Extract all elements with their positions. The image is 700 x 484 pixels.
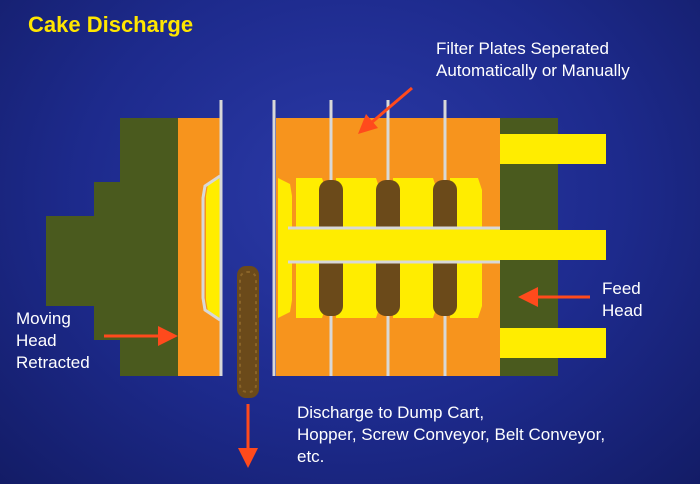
moving-head-plate-recess [206, 178, 220, 318]
discharge-label: Discharge to Dump Cart, Hopper, Screw Co… [297, 402, 605, 468]
discharge-label-line1: Discharge to Dump Cart, [297, 403, 485, 422]
feed-head-label-line2: Head [602, 301, 643, 320]
moving-head-body [46, 118, 180, 376]
discharge-label-line3: etc. [297, 447, 325, 466]
discharge-label-line2: Hopper, Screw Conveyor, Belt Conveyor, [297, 425, 606, 444]
filter-plates-label: Filter Plates Seperated Automatically or… [436, 38, 630, 82]
feed-pipe-middle [500, 230, 606, 260]
arrow-discharge [238, 404, 258, 468]
arrow-moving-head [104, 326, 178, 346]
falling-cake [237, 266, 259, 398]
filter-plates-label-line1: Filter Plates Seperated [436, 39, 609, 58]
feed-pipe-bottom [500, 328, 606, 358]
feed-head-label: Feed Head [602, 278, 643, 322]
arrow-feed-head [518, 287, 590, 307]
moving-head-label-line1: Moving [16, 309, 71, 328]
moving-head-label-line3: Retracted [16, 353, 90, 372]
feed-channel-edges [288, 226, 500, 264]
feed-pipe-top [500, 134, 606, 164]
filter-plates-label-line2: Automatically or Manually [436, 61, 630, 80]
feed-channel [288, 228, 500, 262]
arrow-filter-plates [358, 86, 413, 134]
moving-head-label: Moving Head Retracted [16, 308, 90, 374]
feed-head-label-line1: Feed [602, 279, 641, 298]
moving-head-label-line2: Head [16, 331, 57, 350]
falling-cake-texture [239, 271, 257, 393]
diagram-title: Cake Discharge [28, 12, 194, 37]
moving-head-plate-groove [201, 174, 221, 322]
